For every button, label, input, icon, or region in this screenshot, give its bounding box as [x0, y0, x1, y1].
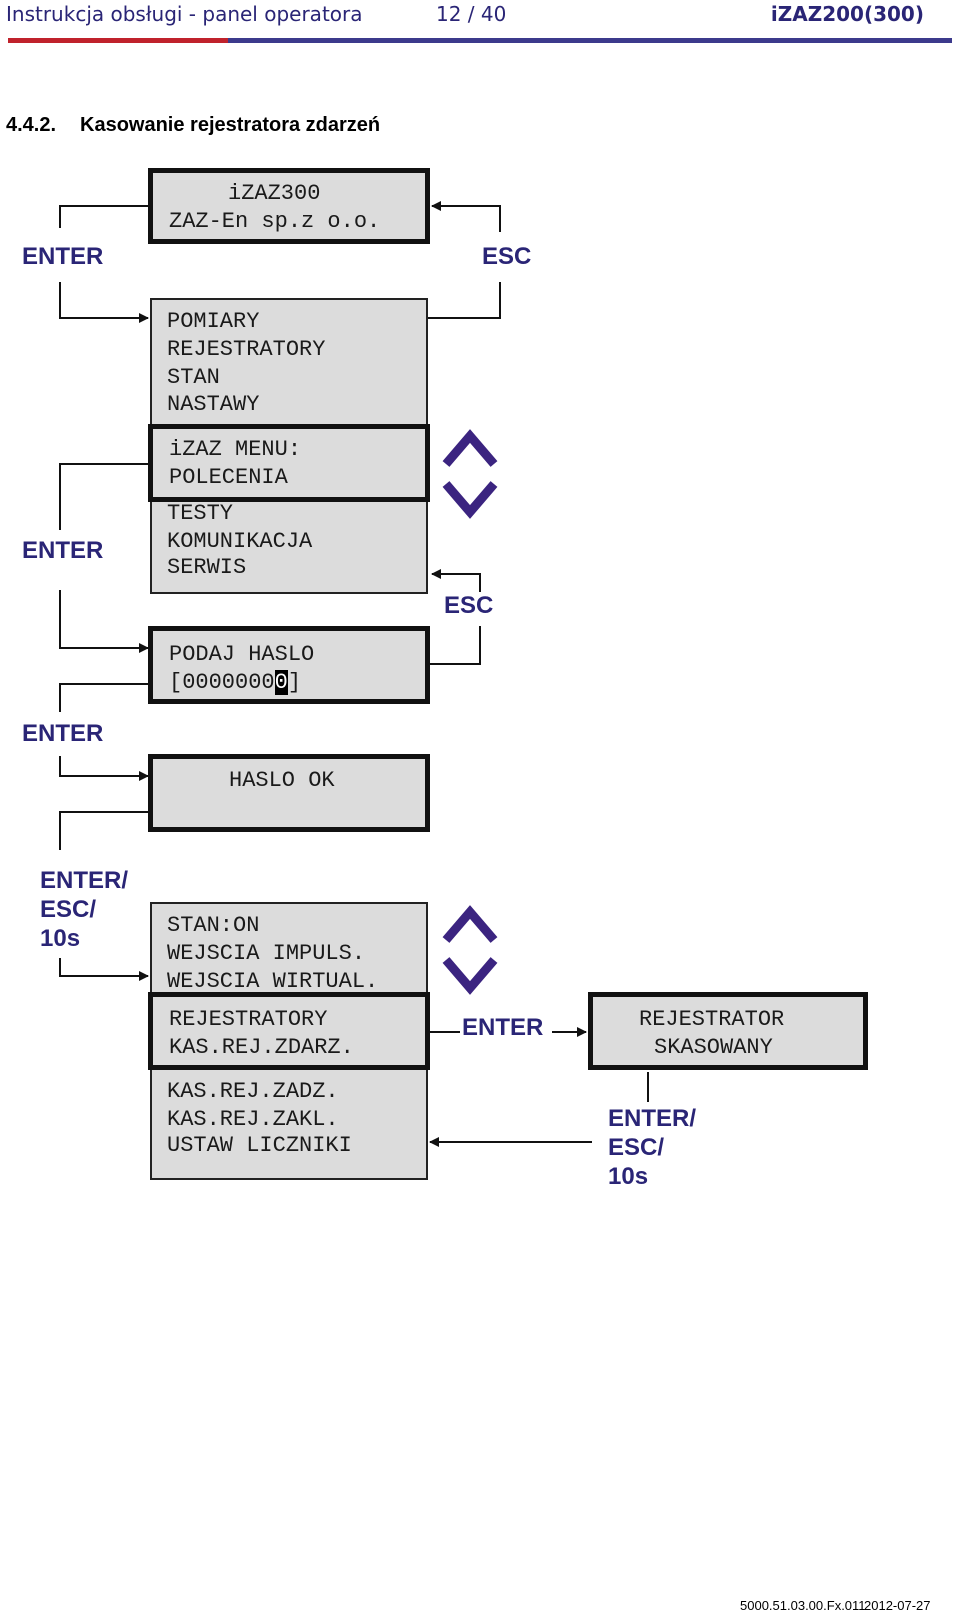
password-value: [00000000]	[169, 669, 301, 697]
menu-item: NASTAWY	[167, 392, 260, 417]
key-enter-label: ENTER	[462, 1014, 544, 1041]
menu-item: TESTY	[167, 501, 234, 526]
key-enter-label: ENTER	[22, 243, 104, 270]
document-code: 5000.51.03.00.Fx.011	[740, 1598, 866, 1613]
menu-item: USTAW LICZNIKI	[167, 1133, 352, 1158]
connector-menu-out	[59, 463, 148, 530]
timeout-label: 10s	[608, 1163, 649, 1190]
connector-enter-commands	[59, 958, 149, 981]
password-digits: [0000000	[169, 670, 275, 695]
connector-esc-menu-return	[431, 569, 481, 592]
menu-item: SERWIS	[167, 555, 247, 580]
menu-item-selected: KAS.REJ.ZDARZ.	[169, 1035, 354, 1060]
header-rule-blue	[228, 38, 952, 43]
key-enter-label: ENTER/	[40, 867, 129, 894]
key-enter-esc-timeout-label: ENTER/ ESC/ 10s	[608, 1104, 696, 1191]
menu-item: KAS.REJ.ZAKL.	[167, 1107, 339, 1132]
timeout-label: 10s	[40, 925, 81, 952]
menu-item: REJESTRATORY	[167, 337, 326, 362]
section-title: Kasowanie rejestratora zdarzeń	[80, 114, 381, 136]
connector-esc-start	[431, 201, 501, 232]
menu-item: STAN:ON	[167, 913, 260, 938]
key-enter-esc-timeout-label: ENTER/ ESC/ 10s	[40, 866, 128, 953]
lcd-line: iZAZ300	[228, 181, 321, 206]
key-enter-label: ENTER	[22, 537, 104, 564]
menu-item: POMIARY	[167, 309, 260, 334]
lcd-result-screen: REJESTRATOR SKASOWANY	[588, 992, 868, 1070]
chevron-up-icon	[442, 429, 498, 467]
chevron-down-icon	[442, 481, 498, 519]
connector-enter-menu	[59, 282, 149, 323]
key-enter-label: ENTER	[22, 720, 104, 747]
password-ok-text: HASLO OK	[229, 768, 335, 793]
connector-ok-out	[59, 811, 148, 850]
password-bracket: ]	[287, 670, 302, 695]
lcd-line: ZAZ-En sp.z o.o.	[169, 209, 381, 234]
key-esc-label: ESC	[444, 592, 494, 619]
chevron-down-icon	[442, 957, 498, 995]
menu-item: WEJSCIA WIRTUAL.	[167, 969, 379, 994]
lcd-start-screen: iZAZ300 ZAZ-En sp.z o.o.	[148, 168, 430, 244]
lcd-menu-selected: iZAZ MENU: POLECENIA	[148, 424, 430, 502]
menu-item-selected: iZAZ MENU:	[169, 437, 302, 462]
header-rule-red	[8, 38, 228, 43]
menu-item: WEJSCIA IMPULS.	[167, 941, 366, 966]
document-title: Instrukcja obsługi - panel operatora	[6, 2, 363, 26]
page-number: 12 / 40	[436, 2, 507, 26]
key-esc-label: ESC/	[40, 896, 97, 923]
menu-item: KAS.REJ.ZADZ.	[167, 1079, 339, 1104]
menu-item: KOMUNIKACJA	[167, 529, 313, 554]
connector-esc-password	[430, 626, 481, 665]
key-esc-label: ESC	[482, 243, 532, 270]
key-enter-label: ENTER/	[608, 1105, 697, 1132]
model-name: iZAZ200(300)	[770, 2, 924, 26]
key-esc-label: ESC/	[608, 1134, 665, 1161]
result-line: REJESTRATOR	[639, 1007, 785, 1032]
lcd-commands-selected: REJESTRATORY KAS.REJ.ZDARZ.	[148, 992, 430, 1070]
lcd-password-ok: HASLO OK	[148, 754, 430, 832]
chevron-up-icon	[442, 905, 498, 943]
connector-enter-ok	[59, 756, 149, 781]
connector-start-out	[59, 205, 148, 228]
result-line: SKASOWANY	[654, 1035, 773, 1060]
connector-password-out	[59, 683, 148, 712]
password-prompt: PODAJ HASLO	[169, 642, 315, 667]
document-date: 2012-07-27	[864, 1598, 931, 1613]
connector-esc-menu	[428, 282, 501, 319]
menu-item-selected: POLECENIA	[169, 465, 288, 490]
password-cursor: 0	[274, 670, 288, 695]
lcd-password-screen: PODAJ HASLO [00000000]	[148, 626, 430, 704]
menu-item-selected: REJESTRATORY	[169, 1007, 328, 1032]
connector-enter-password	[59, 590, 149, 653]
section-number: 4.4.2.	[6, 114, 57, 136]
menu-item: STAN	[167, 365, 220, 390]
